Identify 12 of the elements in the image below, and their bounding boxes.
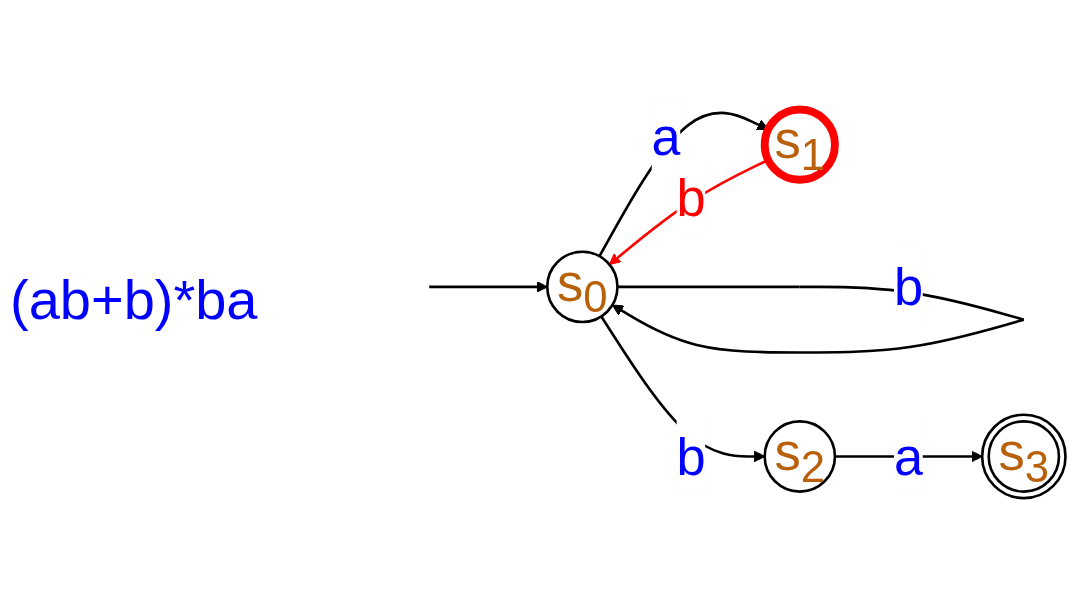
- arrow: [598, 111, 769, 257]
- node-circle: s$_{0}$: [545, 250, 619, 324]
- node-circle: s$_{2}$: [763, 420, 837, 493]
- node-circle: s$_{1}$: [760, 105, 839, 184]
- arrow: [429, 281, 548, 293]
- node-circle: s$_{3}$: [980, 413, 1067, 500]
- edge-label: b: [676, 168, 706, 227]
- edge-label: b: [676, 427, 706, 486]
- edge-label: a: [893, 427, 924, 486]
- regular-expression: (ab+b)*ba: [10, 266, 259, 332]
- edge-label: a: [651, 108, 681, 166]
- edge-label: b: [893, 258, 924, 316]
